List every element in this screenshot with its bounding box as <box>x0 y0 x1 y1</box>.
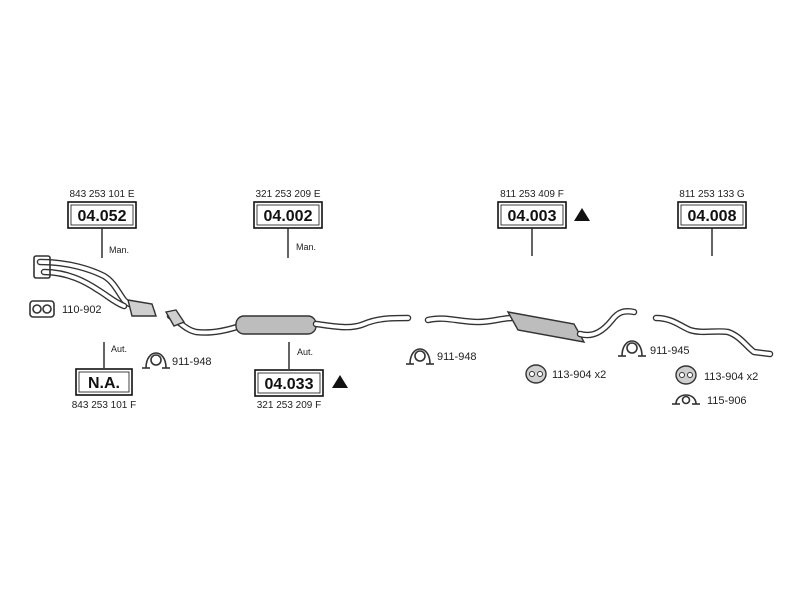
hardware-ref: 911-945 <box>650 345 690 357</box>
oe-number: 811 253 133 G <box>679 189 745 200</box>
part-code: 04.033 <box>265 376 314 393</box>
pipe-clamp-icon <box>621 340 643 357</box>
rubber-mount-icon <box>525 364 547 384</box>
hanger-ring-icon <box>675 394 697 405</box>
hardware-ref: 115-906 <box>707 395 747 407</box>
transmission-note: Man. <box>109 245 129 255</box>
hardware-ref: 911-948 <box>172 356 212 368</box>
hardware-115-906[interactable]: 115-906 <box>672 394 747 407</box>
warning-triangle-icon <box>332 375 348 388</box>
oe-number: 843 253 101 E <box>69 189 134 200</box>
part-code: 04.052 <box>78 208 127 225</box>
hardware-911-948-b[interactable]: 911-948 <box>406 348 477 365</box>
rear-pipe-drawing <box>424 308 638 343</box>
part-code-box[interactable] <box>254 369 324 397</box>
part-04-033[interactable]: Aut. 04.033 321 253 209 F <box>254 342 348 411</box>
hardware-911-945[interactable]: 911-945 <box>618 340 690 357</box>
part-code: 04.003 <box>508 208 557 225</box>
part-code-box[interactable] <box>75 368 133 396</box>
part-code-box[interactable] <box>253 201 323 229</box>
centre-pipe-drawing <box>164 309 412 336</box>
oe-number: 321 253 209 E <box>255 189 320 200</box>
centre-muffler-drawing <box>235 315 317 335</box>
oe-number: 843 253 101 F <box>72 400 137 411</box>
hardware-113-904-a[interactable]: 113-904 x2 <box>525 364 606 384</box>
hardware-113-904-b[interactable]: 113-904 x2 <box>675 365 758 385</box>
part-n-a[interactable]: Aut. N.A. 843 253 101 F <box>72 342 137 411</box>
pipe-clamp-icon <box>409 348 431 365</box>
part-04-008[interactable]: 811 253 133 G 04.008 <box>677 189 747 256</box>
transmission-note: Aut. <box>297 347 313 357</box>
oe-number: 321 253 209 F <box>257 400 322 411</box>
transmission-note: Aut. <box>111 344 127 354</box>
oe-number: 811 253 409 F <box>500 189 564 200</box>
front-downpipe-drawing <box>33 255 157 317</box>
hardware-ref: 113-904 x2 <box>704 371 758 383</box>
part-04-003[interactable]: 811 253 409 F 04.003 <box>497 189 590 256</box>
hardware-911-948-a[interactable]: 911-948 <box>142 352 212 369</box>
part-code: 04.008 <box>688 208 737 225</box>
rear-silencer-drawing <box>506 311 586 343</box>
warning-triangle-icon <box>574 208 590 221</box>
transmission-note: Man. <box>296 242 316 252</box>
flange-gasket-icon <box>29 300 55 318</box>
hardware-ref: 911-948 <box>437 351 477 363</box>
tail-pipe-drawing <box>652 314 774 358</box>
part-04-052[interactable]: 843 253 101 E 04.052 Man. <box>67 189 137 258</box>
part-code: 04.002 <box>264 208 313 225</box>
hardware-ref: 113-904 x2 <box>552 369 606 381</box>
hardware-110-902[interactable]: 110-902 <box>29 300 102 318</box>
part-04-002[interactable]: 321 253 209 E 04.002 Man. <box>253 189 323 258</box>
rubber-mount-icon <box>675 365 697 385</box>
hardware-ref: 110-902 <box>62 304 102 316</box>
part-code: N.A. <box>88 375 120 392</box>
pipe-clamp-icon <box>145 352 167 369</box>
